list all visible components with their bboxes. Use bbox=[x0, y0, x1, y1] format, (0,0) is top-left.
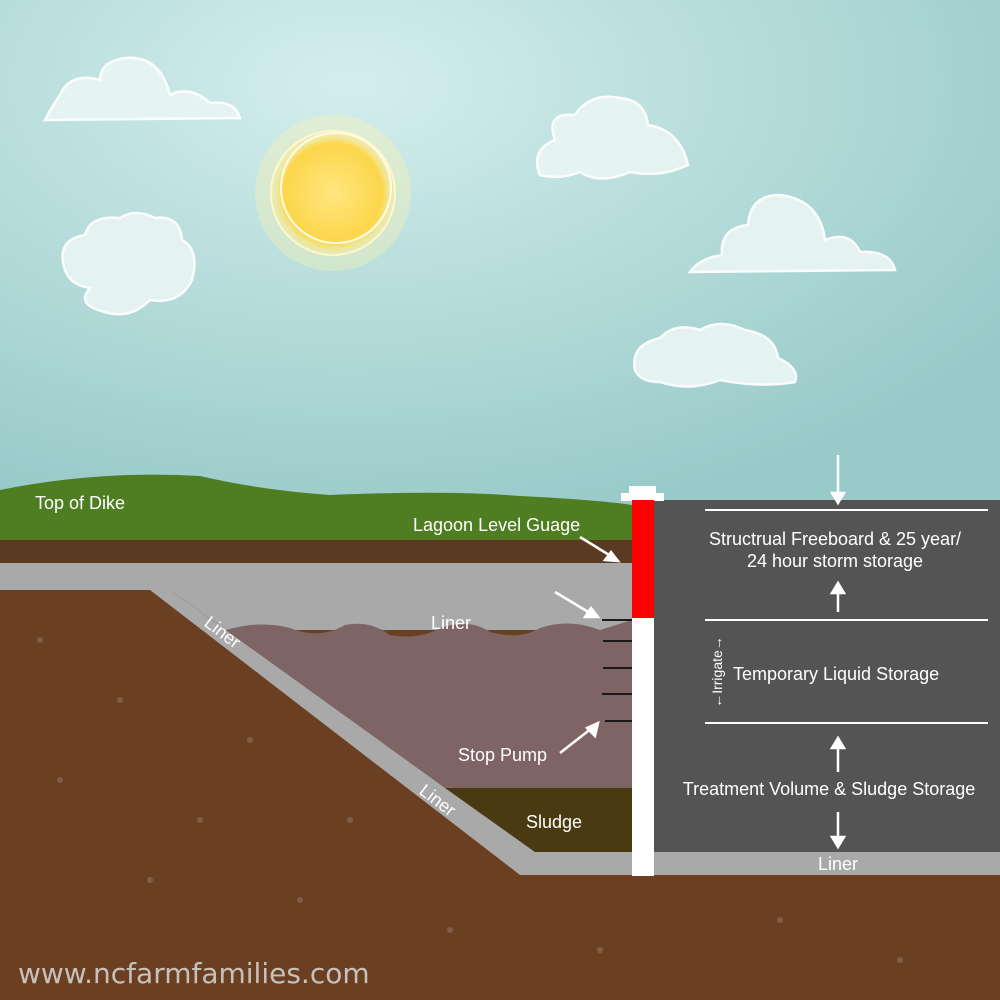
storage-panel bbox=[654, 500, 1000, 852]
label-lagoon-level-gauge: Lagoon Level Guage bbox=[413, 515, 580, 535]
lagoon-level-gauge bbox=[621, 486, 664, 876]
cloud-icon bbox=[61, 211, 196, 316]
cloud-icon bbox=[687, 193, 897, 274]
dike-roots bbox=[0, 540, 632, 565]
watermark: www.ncfarmfamilies.com bbox=[18, 957, 370, 990]
label-temporary-storage: Temporary Liquid Storage bbox=[733, 664, 939, 684]
sun-icon bbox=[255, 115, 411, 271]
label-liner-top: Liner bbox=[431, 613, 471, 633]
label-treatment-volume: Treatment Volume & Sludge Storage bbox=[683, 779, 976, 799]
lagoon-liquid bbox=[226, 620, 632, 788]
sludge-layer bbox=[445, 788, 632, 852]
cloud-icon bbox=[42, 56, 242, 122]
label-sludge: Sludge bbox=[526, 812, 582, 832]
lagoon-upper-liner-area bbox=[170, 590, 632, 630]
label-freeboard-line2: 24 hour storm storage bbox=[747, 551, 923, 571]
dike-grass bbox=[0, 474, 632, 548]
label-stop-pump: Stop Pump bbox=[458, 745, 547, 765]
label-freeboard-line1: Structrual Freeboard & 25 year/ bbox=[709, 529, 961, 549]
label-irrigate: ←Irrigate→ bbox=[709, 636, 725, 708]
label-top-of-dike: Top of Dike bbox=[35, 493, 125, 513]
label-liner-bottom: Liner bbox=[818, 854, 858, 874]
cloud-icon bbox=[633, 322, 798, 388]
cloud-icon bbox=[535, 95, 690, 180]
